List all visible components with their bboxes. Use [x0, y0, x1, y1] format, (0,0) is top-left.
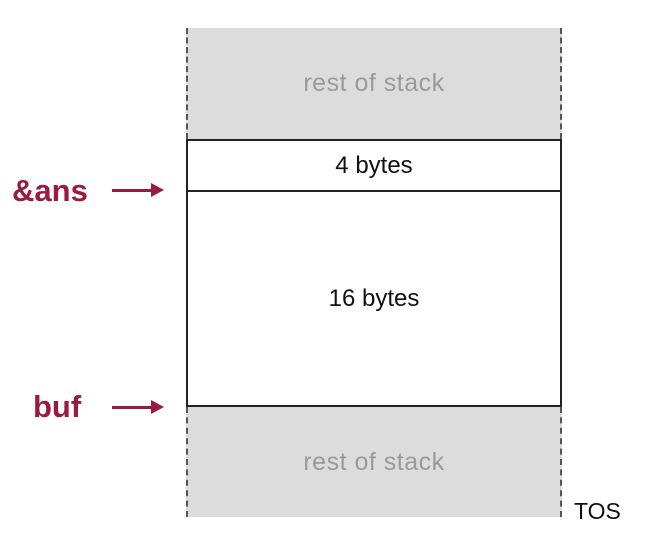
buf-cell-label: 16 bytes [328, 284, 420, 312]
rest-of-stack-top-label: rest of stack [303, 69, 445, 97]
buf-arrow-icon [112, 400, 164, 414]
buf-cell: 16 bytes [186, 190, 562, 407]
ans-cell-label: 4 bytes [335, 151, 413, 179]
rest-of-stack-top: rest of stack [186, 28, 562, 139]
ans-cell: 4 bytes [186, 139, 562, 192]
buf-pointer-label: buf [33, 389, 82, 424]
rest-of-stack-bottom-label: rest of stack [303, 447, 445, 476]
ans-pointer-label: &ans [12, 173, 88, 208]
rest-of-stack-bottom: rest of stack [186, 407, 562, 517]
tos-label: TOS [574, 498, 621, 524]
ans-arrow-icon [112, 183, 164, 197]
